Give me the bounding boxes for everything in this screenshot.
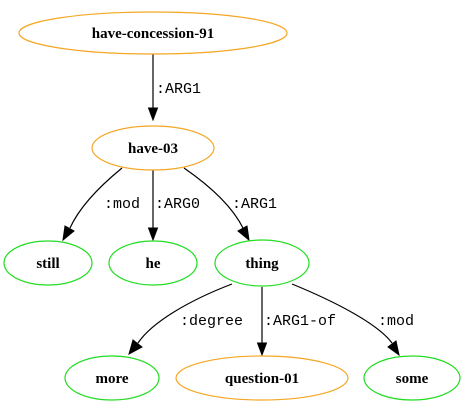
node-label: more (95, 371, 128, 387)
edge-thing-to-question-01: :ARG1-of (256, 287, 336, 357)
edge-have-concession-to-have-03: :ARG1 (147, 54, 201, 122)
node-more: more (64, 355, 160, 401)
node-thing: thing (214, 239, 310, 287)
node-label: thing (245, 256, 279, 272)
node-label: have-concession-91 (92, 26, 215, 42)
edge-label: :ARG1 (232, 196, 277, 213)
edge-thing-to-more: :degree (128, 283, 243, 356)
edge-label: :ARG1-of (264, 313, 336, 330)
edge-label: :mod (378, 313, 414, 330)
node-label: have-03 (128, 141, 178, 157)
edge-have-03-to-thing: :ARG1 (183, 167, 277, 242)
node-still: still (3, 240, 93, 286)
node-label: he (146, 256, 161, 272)
edge-have-03-to-he: :ARG0 (147, 170, 200, 242)
edge-label: :mod (104, 196, 140, 213)
node-label: still (36, 256, 59, 272)
node-he: he (108, 240, 198, 286)
edge-label: :ARG1 (156, 81, 201, 98)
node-label: question-01 (225, 371, 299, 387)
node-have-03: have-03 (91, 125, 215, 171)
node-some: some (363, 355, 461, 401)
edge-thing-to-some: :mod (291, 283, 414, 357)
node-question-01: question-01 (175, 355, 349, 401)
edge-have-03-to-still: :mod (62, 167, 140, 242)
edge-label: :degree (180, 313, 243, 330)
edge-label: :ARG0 (155, 196, 200, 213)
node-label: some (396, 371, 429, 387)
node-have-concession-91: have-concession-91 (18, 11, 288, 55)
